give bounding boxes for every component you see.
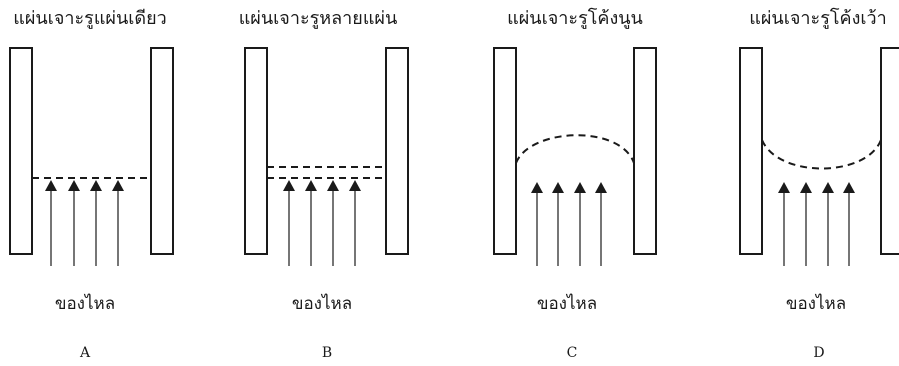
panel-b-right-wall [385,47,409,255]
panel-c: แผ่นเจาะรูโค้งนูน ของไหล C [493,7,657,361]
panel-d-arrowhead-3 [822,182,834,193]
panel-d-letter: D [813,345,824,361]
panel-b-arrowhead-1 [283,180,295,191]
panel-b-flow-arrows [283,180,361,266]
panel-d-arrowhead-2 [800,182,812,193]
panel-b-left-wall [244,47,268,255]
panel-c-arrowhead-3 [574,182,586,193]
panel-b: แผ่นเจาะรูหลายแผ่น ของไหล B [239,8,409,361]
panel-c-arrowhead-2 [552,182,564,193]
panel-d-flow-arrows [778,182,855,266]
panel-b-arrowhead-2 [305,180,317,191]
panel-b-letter: B [322,345,332,361]
panel-a-flow-arrows [45,180,124,266]
panel-c-arrowhead-1 [531,182,543,193]
panel-d-right-wall [880,47,899,255]
panel-b-arrowhead-3 [327,180,339,191]
panel-a-arrowhead-4 [112,180,124,191]
panel-c-left-wall [493,47,517,255]
panel-c-perforated-plate [515,134,635,164]
panel-d-title: แผ่นเจาะรูโค้งเว้า [749,7,886,29]
panel-b-title: แผ่นเจาะรูหลายแผ่น [239,8,398,29]
panel-b-arrowhead-4 [349,180,361,191]
panel-d-arrowhead-1 [778,182,790,193]
panel-d-flow-label: ของไหล [786,293,846,314]
panel-a-arrowhead-2 [68,180,80,191]
panel-c-arrowhead-4 [595,182,607,193]
panel-d-left-wall [739,47,763,255]
panel-b-flow-label: ของไหล [292,293,352,314]
panel-d-perforated-plate [761,139,882,170]
panel-a-letter: A [79,345,91,361]
panel-a-right-wall [150,47,174,255]
panel-a-title: แผ่นเจาะรูแผ่นเดียว [13,8,167,29]
panel-d: แผ่นเจาะรูโค้งเว้า ของไหล D [739,7,899,361]
panel-c-right-wall [633,47,657,255]
panel-a-left-wall [9,47,33,255]
panel-c-title: แผ่นเจาะรูโค้งนูน [507,7,643,29]
panel-a: แผ่นเจาะรูแผ่นเดียว ของไหล A [9,8,174,361]
panel-a-arrowhead-1 [45,180,57,191]
panel-d-arrowhead-4 [843,182,855,193]
panel-c-flow-label: ของไหล [537,293,597,314]
panel-c-letter: C [567,345,578,361]
panel-c-flow-arrows [531,182,607,266]
panel-a-flow-label: ของไหล [55,293,115,314]
panel-a-arrowhead-3 [90,180,102,191]
